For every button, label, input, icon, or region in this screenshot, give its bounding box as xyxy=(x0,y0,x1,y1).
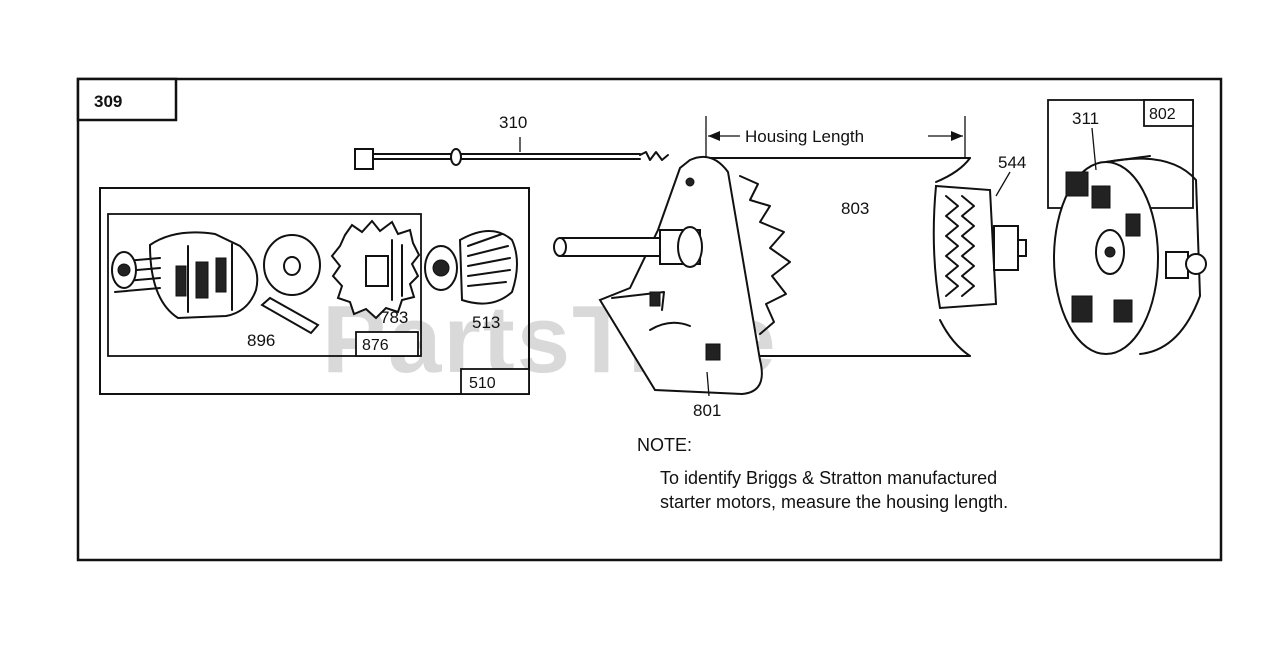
main-ref-box xyxy=(76,77,178,122)
pin-896-part xyxy=(260,296,320,335)
part-label-896: 896 xyxy=(247,331,275,350)
part-label-311: 311 xyxy=(1072,109,1099,128)
armature-part xyxy=(932,184,1027,310)
clutch-assembly-part xyxy=(111,231,259,320)
part-label-876: 876 xyxy=(362,337,389,354)
drive-end-cap-part xyxy=(553,156,791,396)
part-label-801: 801 xyxy=(693,401,721,420)
pinion-gear-part xyxy=(330,219,421,320)
part-box-510 xyxy=(460,368,530,395)
housing-part xyxy=(709,157,971,357)
note-heading: NOTE: xyxy=(637,435,692,455)
part-label-310: 310 xyxy=(499,113,527,132)
part-label-510: 510 xyxy=(469,375,496,392)
part-label-544: 544 xyxy=(998,153,1026,172)
part-label-783: 783 xyxy=(380,308,408,327)
drive-assembly-box xyxy=(99,187,530,395)
part-label-803: 803 xyxy=(841,199,869,218)
note-line-1: To identify Briggs & Stratton manufactur… xyxy=(660,468,997,488)
diagram-frame xyxy=(76,77,1223,562)
part-label-802: 802 xyxy=(1149,106,1176,123)
part-box-802 xyxy=(1143,99,1194,127)
commutator-end-cap-part xyxy=(1053,155,1207,355)
part-box-876 xyxy=(355,331,419,357)
part-label-513: 513 xyxy=(472,313,500,332)
washer-part xyxy=(263,234,321,296)
note-line-2: starter motors, measure the housing leng… xyxy=(660,492,1008,512)
through-bolt-part xyxy=(354,148,669,170)
main-ref-label: 309 xyxy=(94,92,122,111)
housing-length-dimension xyxy=(705,116,966,158)
leader-544 xyxy=(995,171,1011,197)
clutch-subgroup-box xyxy=(107,213,422,357)
leader-801 xyxy=(706,371,710,397)
leader-311 xyxy=(1091,127,1097,171)
housing-length-label: Housing Length xyxy=(745,127,864,146)
drive-nut-part xyxy=(424,230,518,305)
